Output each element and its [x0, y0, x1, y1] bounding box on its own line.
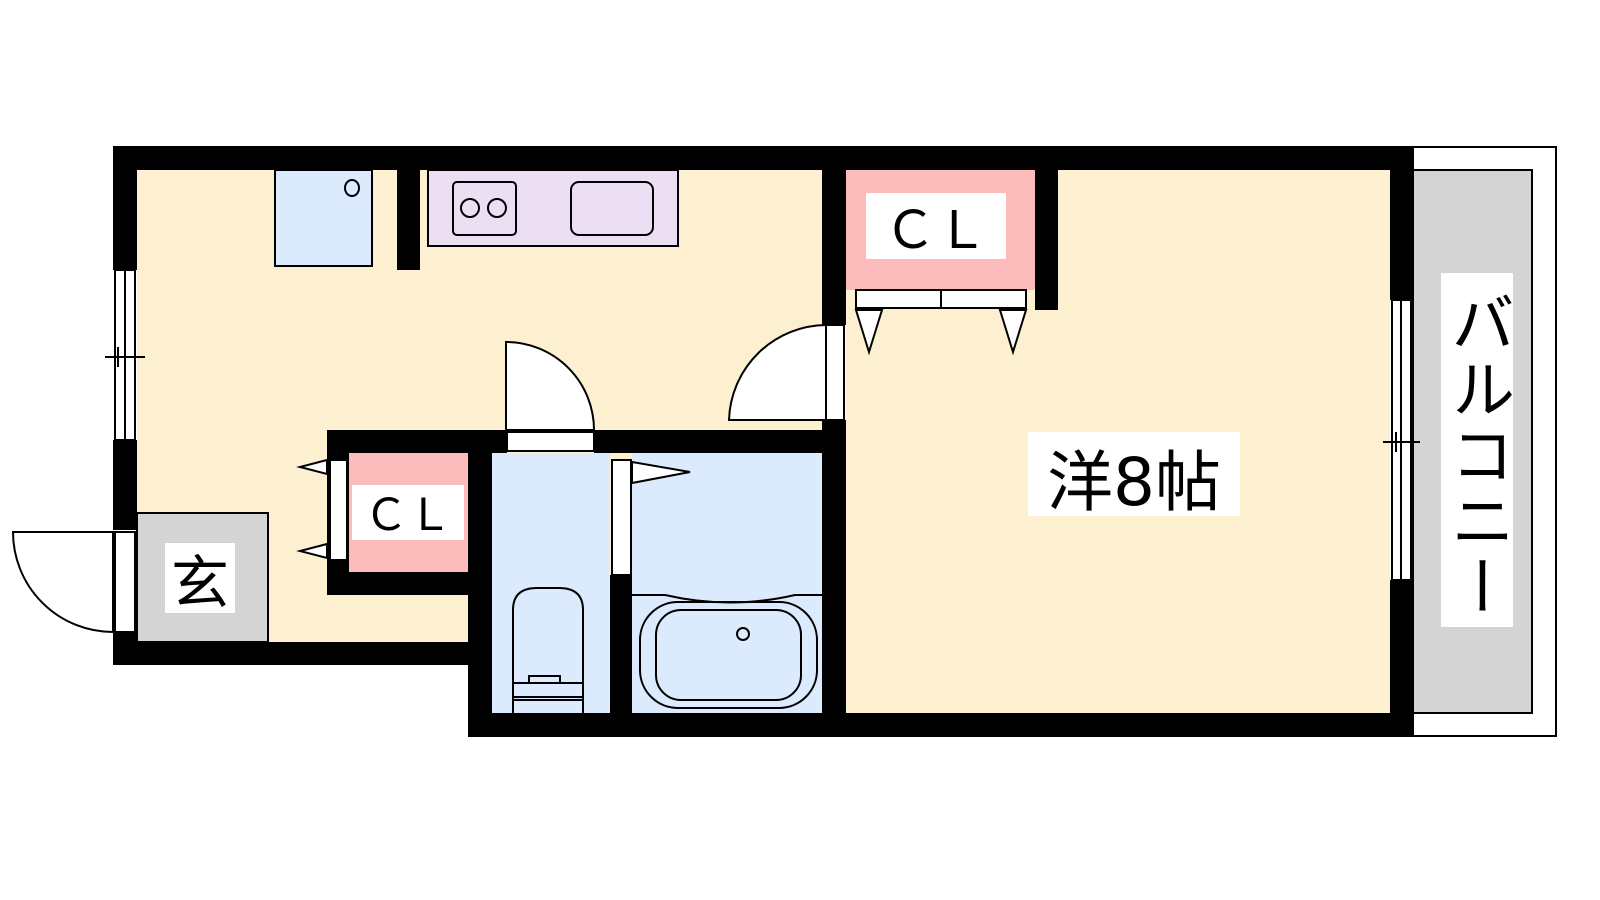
refrigerator-mark — [344, 179, 360, 197]
label-bg — [1441, 273, 1513, 627]
window-sash — [105, 270, 1420, 580]
main-closet-label: ＣＬ — [884, 201, 988, 261]
sink — [570, 181, 654, 236]
western-room-label: 洋8帖 — [1047, 444, 1221, 521]
small-closet-door — [329, 459, 348, 561]
toilet-tank — [512, 675, 584, 713]
balcony-label: バルコニー — [1440, 290, 1514, 620]
label-bg — [866, 193, 1006, 259]
label-bg — [352, 485, 464, 540]
stove — [452, 181, 517, 236]
label-bg — [165, 543, 235, 613]
doors — [11, 289, 1028, 634]
burner-icon — [487, 198, 507, 218]
closet-door — [855, 289, 942, 309]
bathroom-floor — [632, 453, 822, 713]
burner-icon — [460, 198, 480, 218]
small-closet-label: ＣＬ — [364, 490, 452, 541]
toilet-icon — [512, 587, 584, 684]
drain-icon — [736, 627, 750, 641]
bathtub — [639, 601, 818, 709]
bathtub-inner — [655, 609, 802, 701]
toilet-floor — [492, 453, 610, 713]
entrance-label: 玄 — [171, 549, 229, 617]
room-door — [727, 323, 827, 421]
toilet-door — [505, 340, 596, 431]
entrance-door — [11, 531, 114, 634]
bath-door — [611, 459, 632, 576]
label-bg — [1028, 432, 1240, 516]
